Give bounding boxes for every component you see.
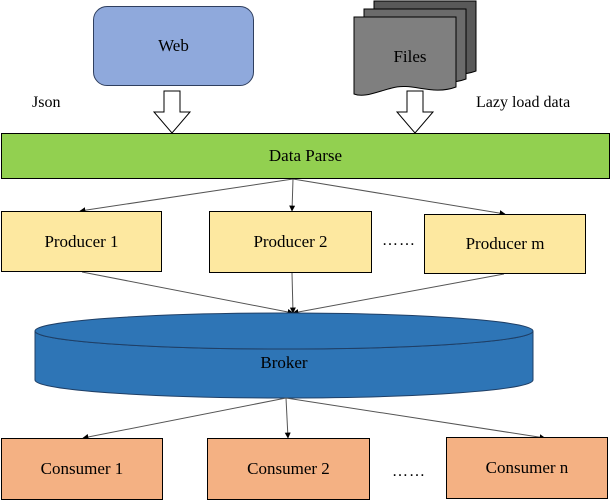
producer-2-box: Producer 2 [209,211,372,273]
producer-2-label: Producer 2 [253,232,328,251]
web-source-box: Web [93,6,254,86]
files-down-arrow [395,90,435,134]
json-label: Json [32,94,61,111]
consumer-ellipsis: …… [392,463,426,480]
web-source-label: Web [158,36,189,55]
producer-1-box: Producer 1 [1,211,162,272]
arrow-parse-to-producer-m [292,178,506,217]
broker-cylinder [34,312,534,399]
arrow-parse-to-producer-1 [79,178,294,214]
broker-label: Broker [260,353,308,372]
consumer-n-label: Consumer n [485,458,569,477]
arrow-broker-to-consumer-1 [82,397,287,440]
files-front-sheet [353,16,457,96]
producer-ellipsis: …… [382,232,416,249]
lazy-load-data-label: Lazy load data [476,94,571,111]
files-document-stack-icon [353,0,477,96]
producer-m-label: Producer m [465,234,545,253]
producer-1-label: Producer 1 [44,231,119,251]
consumer-n-box: Consumer n [446,437,608,499]
web-down-arrow [152,90,192,134]
arrow-parse-to-producer-2 [289,178,296,212]
consumer-1-box: Consumer 1 [1,438,163,500]
consumer-2-label: Consumer 2 [247,459,330,478]
arrow-broker-to-consumer-n [285,397,546,441]
data-parse-label: Data Parse [268,146,343,165]
arrow-producer-m-to-broker [292,273,505,315]
consumer-1-label: Consumer 1 [40,459,124,478]
arrow-broker-to-consumer-2 [284,397,291,439]
arrow-producer-2-to-broker [289,272,296,314]
arrow-producer-1-to-broker [81,271,294,315]
data-parse-bar: Data Parse [1,133,610,179]
producer-m-box: Producer m [424,214,586,274]
broker-cylinder-top [34,312,534,350]
consumer-2-box: Consumer 2 [207,438,370,500]
files-source-label: Files [393,47,427,66]
